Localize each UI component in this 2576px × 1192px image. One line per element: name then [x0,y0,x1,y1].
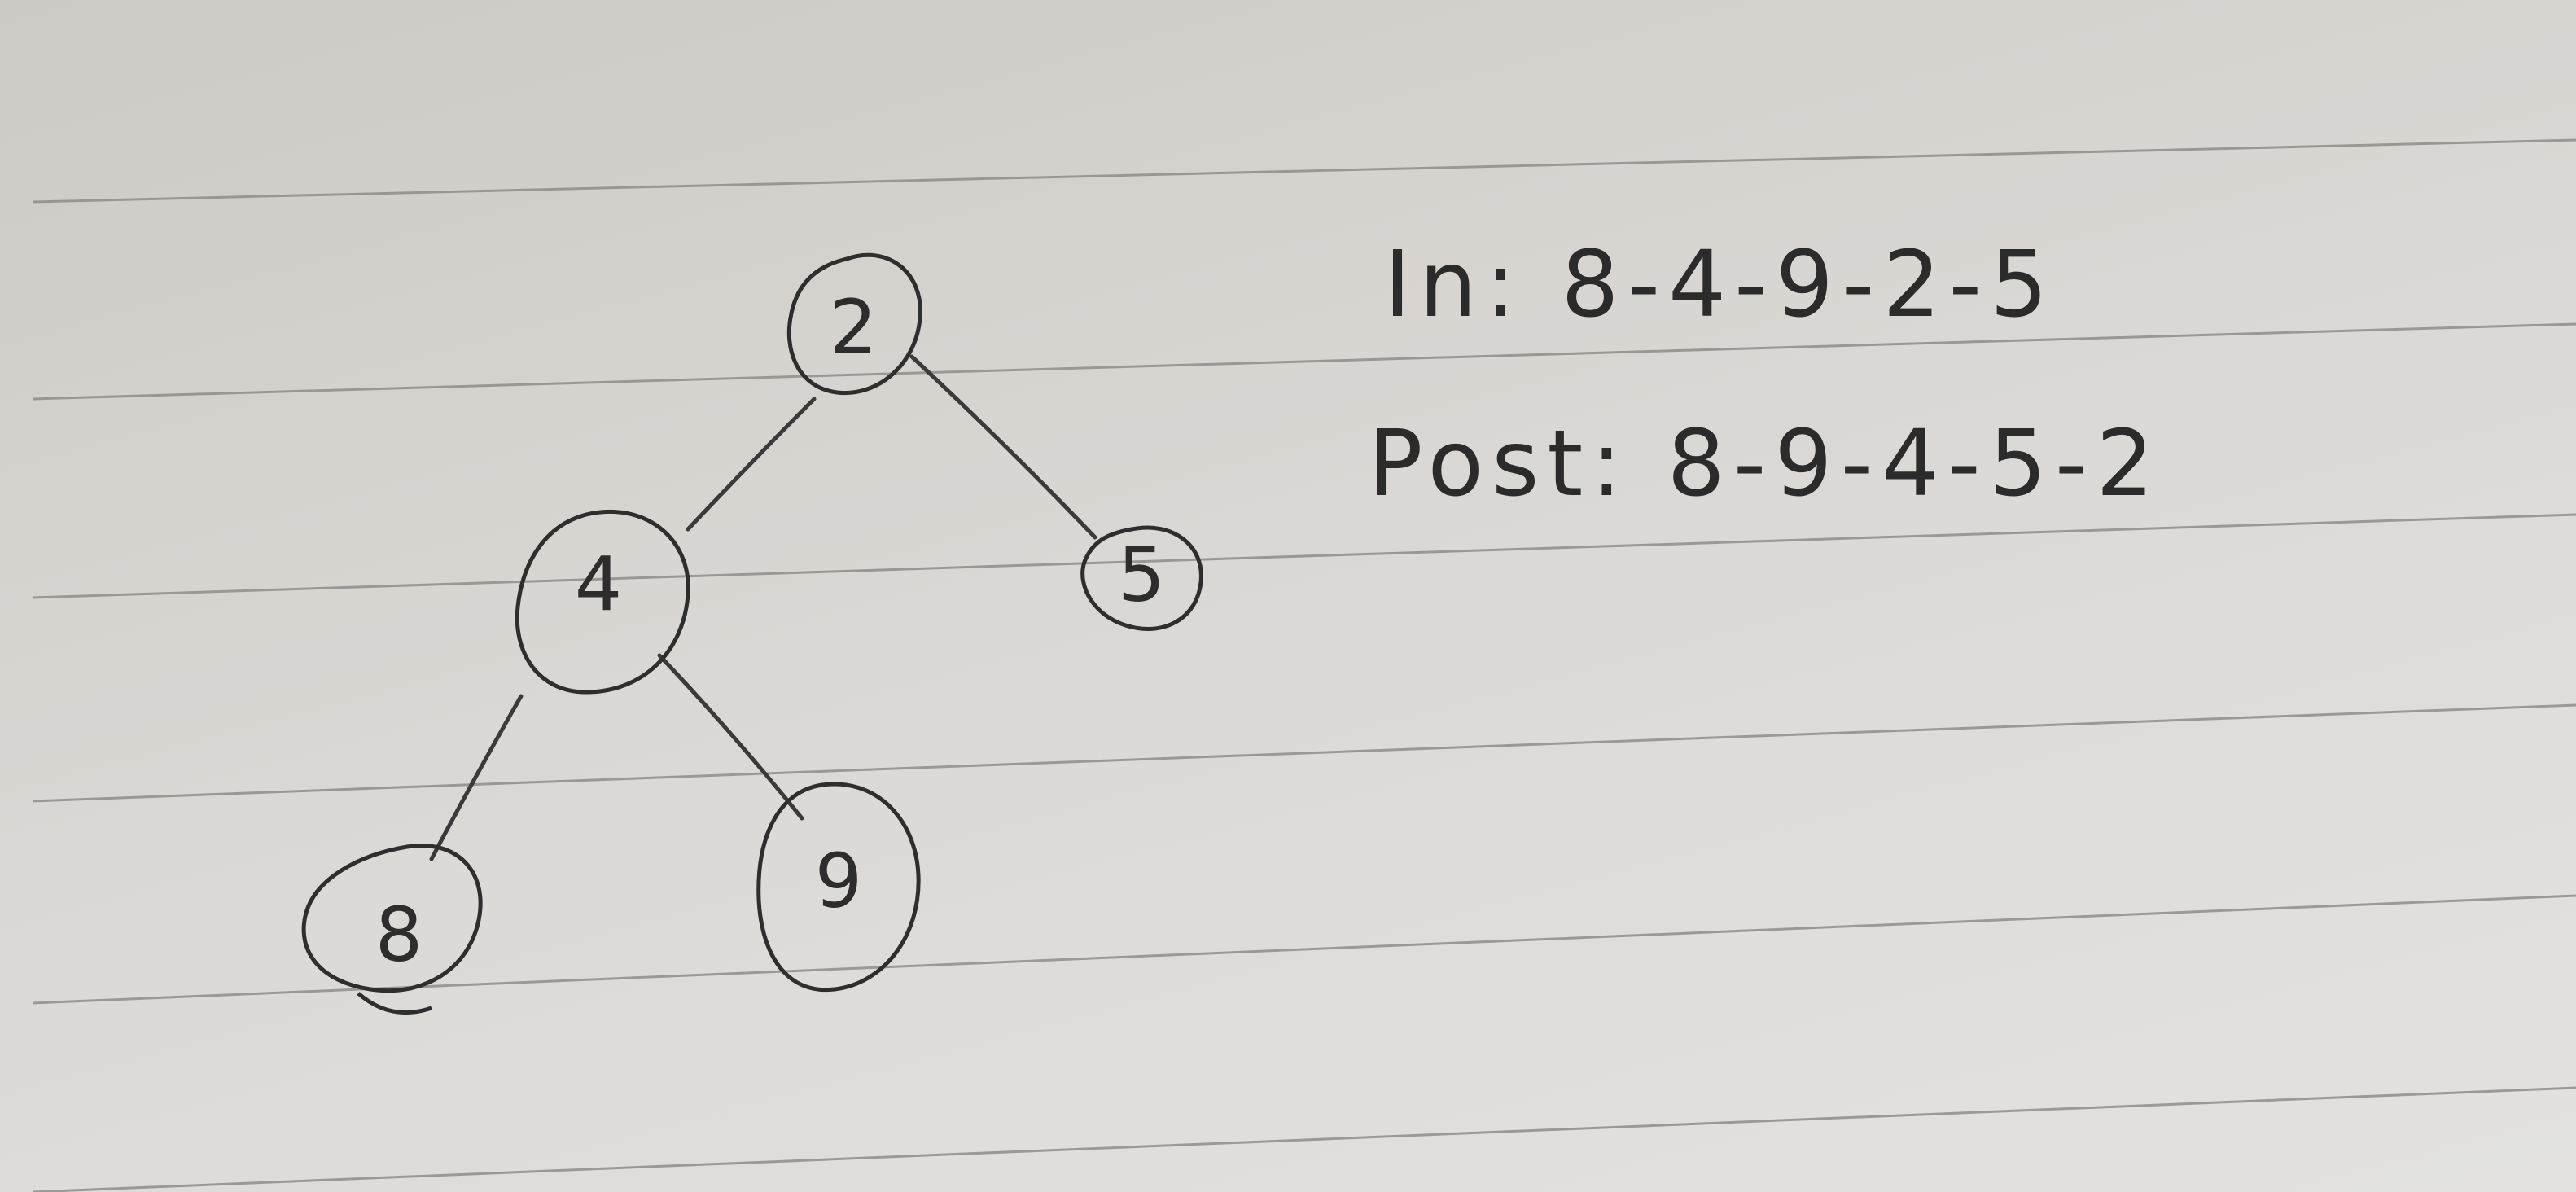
inorder-note: In: 8-4-9-2-5 [1384,232,2056,338]
postorder-note: Post: 8-9-4-5-2 [1368,411,2162,517]
edge-4-9 [657,653,804,821]
ruled-line [32,513,2576,599]
tree-nodes: 2 4 5 8 9 [301,252,1203,1015]
node-label: 5 [1118,532,1166,619]
node-ring [1080,525,1203,632]
ruled-line [32,322,2576,401]
node-ring [756,782,921,993]
traversal-notes: In: 8-4-9-2-5 Post: 8-9-4-5-2 [1368,232,2162,517]
tree-node-8: 8 [301,844,483,1015]
edge-2-4 [686,397,817,532]
tree-node-5: 5 [1080,525,1203,632]
node-label: 4 [575,541,623,629]
tree-node-9: 9 [756,782,921,993]
node-label: 2 [830,284,878,371]
tree-node-4: 4 [515,509,690,695]
ruled-line [32,894,2576,1005]
tree-edges [429,354,1097,861]
ruled-lines [32,138,2576,1192]
node-ring-tail [357,992,432,1015]
node-ring [786,252,922,396]
ruled-line [32,138,2576,204]
node-ring [301,844,483,993]
edge-4-8 [429,694,524,861]
ruled-line [32,1086,2576,1192]
node-label: 8 [375,892,423,979]
ruled-line [32,703,2576,803]
node-ring [515,509,690,695]
tree-node-2: 2 [786,252,922,396]
edge-2-5 [909,354,1097,540]
node-label: 9 [815,838,863,925]
